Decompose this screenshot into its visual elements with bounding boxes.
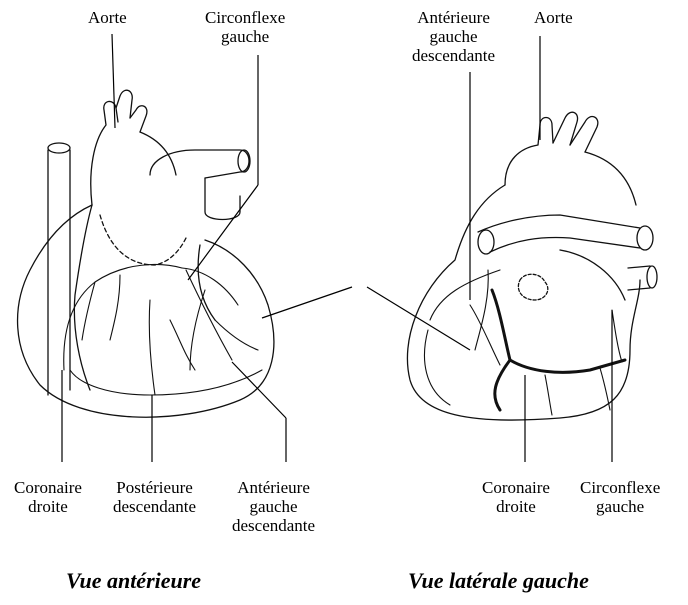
label-aorte-lateral: Aorte: [534, 8, 573, 27]
label-coronaire-droite-lateral: Coronaire droite: [482, 478, 550, 516]
label-posterieure-descendante: Postérieure descendante: [113, 478, 196, 516]
anterior-coronary-vessels: [64, 265, 262, 395]
label-aorte-anterior: Aorte: [88, 8, 127, 27]
label-circonflexe-gauche-lateral: Circonflexe gauche: [580, 478, 660, 516]
label-anterieure-gauche-descendante-anterior: Antérieure gauche descendante: [232, 478, 315, 535]
label-circonflexe-gauche-anterior: Circonflexe gauche: [205, 8, 285, 46]
anterior-leader-lines: [62, 34, 352, 462]
label-coronaire-droite-anterior: Coronaire droite: [14, 478, 82, 516]
label-anterieure-gauche-descendante-lateral: Antérieure gauche descendante: [412, 8, 495, 65]
lateral-leader-lines: [367, 36, 612, 462]
lateral-heart-drawing: [407, 112, 657, 420]
anterior-heart-drawing: [18, 90, 274, 417]
caption-vue-anterieure: Vue antérieure: [66, 568, 201, 594]
caption-vue-laterale-gauche: Vue latérale gauche: [408, 568, 589, 594]
